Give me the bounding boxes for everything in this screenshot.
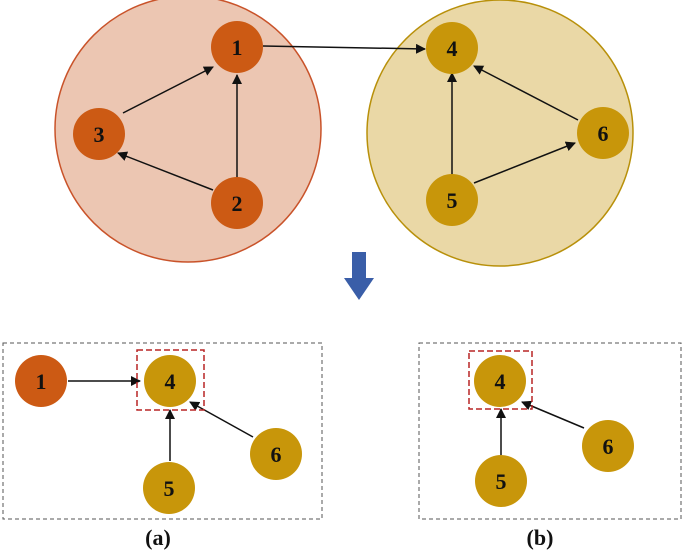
down-arrow-icon xyxy=(344,252,374,300)
panel-a-node-1-label: 1 xyxy=(36,369,47,394)
panel-a-node-5-label: 5 xyxy=(164,476,175,501)
edge-1-to-4 xyxy=(262,43,426,54)
panel-b-highlight-box xyxy=(468,350,533,410)
panel-a-border xyxy=(2,342,323,520)
node-5: 5 xyxy=(426,174,478,226)
top-edges xyxy=(117,43,579,191)
panel-b-node-5-label: 5 xyxy=(496,469,507,494)
node-6: 6 xyxy=(577,107,629,159)
panel-a-node-6-label: 6 xyxy=(271,442,282,467)
edge-5-to-6 xyxy=(473,141,576,184)
node-3: 3 xyxy=(73,108,125,160)
node-2: 2 xyxy=(211,177,263,229)
edge-6-to-4 xyxy=(473,65,579,121)
panel-b-node-6: 6 xyxy=(582,420,634,472)
panel-a-node-1: 1 xyxy=(15,355,67,407)
node-4: 4 xyxy=(426,22,478,74)
panel-a-node-5: 5 xyxy=(143,462,195,514)
panel-b-node-5: 5 xyxy=(475,455,527,507)
panel-a-caption: (a) xyxy=(145,525,171,550)
panel-a-node-4-label: 4 xyxy=(165,369,176,394)
node-1-label: 1 xyxy=(232,35,243,60)
panel-b-node-6-label: 6 xyxy=(603,434,614,459)
node-4-label: 4 xyxy=(447,36,458,61)
panel-b-node-4-label: 4 xyxy=(495,369,506,394)
panel-a-edge-6-to-4 xyxy=(189,401,254,438)
panel-a-node-6: 6 xyxy=(250,428,302,480)
node-3-label: 3 xyxy=(94,122,105,147)
panel-b-border xyxy=(418,342,682,520)
node-1: 1 xyxy=(211,21,263,73)
node-2-label: 2 xyxy=(232,191,243,216)
edge-2-to-3 xyxy=(117,151,214,191)
panel-b-node-4: 4 xyxy=(474,355,526,407)
panel-a-node-4: 4 xyxy=(144,355,196,407)
node-5-label: 5 xyxy=(447,188,458,213)
node-6-label: 6 xyxy=(598,121,609,146)
edge-3-to-1 xyxy=(122,66,214,114)
panel-b-caption: (b) xyxy=(527,525,554,550)
